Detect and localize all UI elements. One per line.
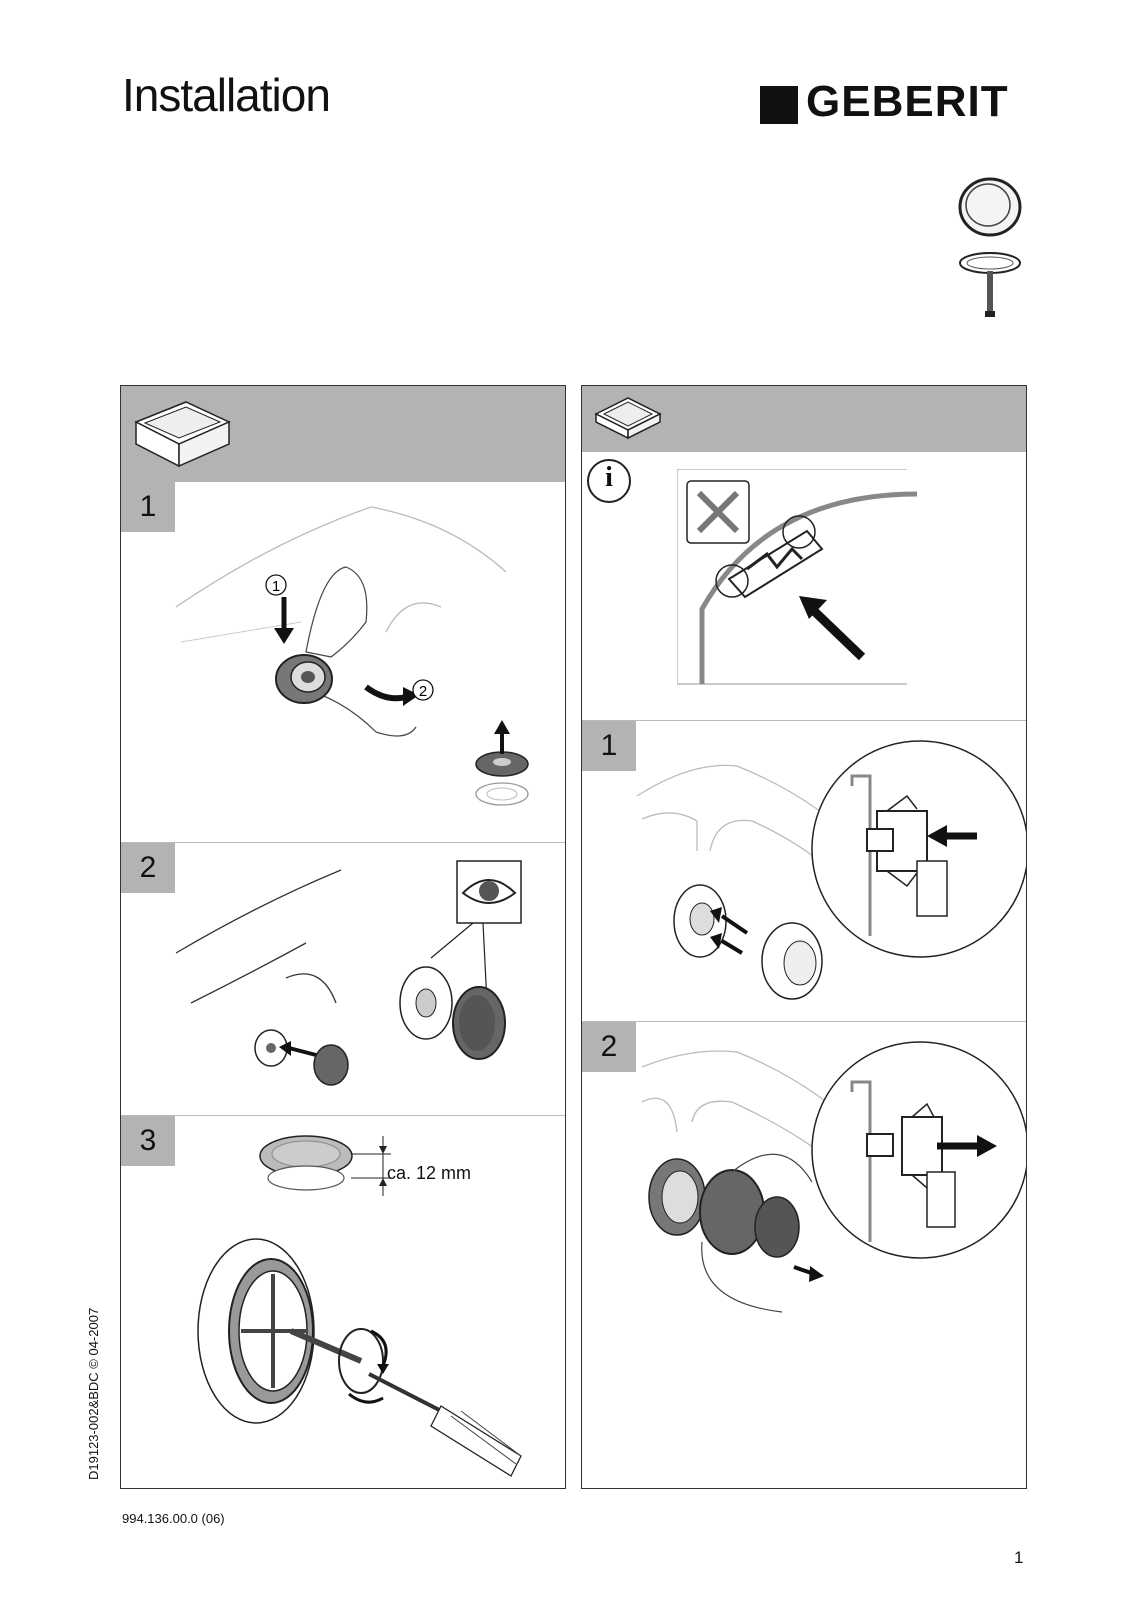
document-code: D19123-002&BDC © 04-2007 (86, 1307, 101, 1480)
logo-square (760, 86, 798, 124)
bathtub-icon (131, 394, 231, 474)
callout-2: 2 (419, 683, 427, 700)
step-1-label-right: 1 (582, 721, 636, 771)
page-title: Installation (122, 69, 331, 121)
step-3-illustration (121, 1116, 565, 1488)
info-symbol: i (605, 462, 613, 493)
step-1-label-left: 1 (121, 482, 175, 532)
dimension-label: ca. 12 mm (387, 1163, 472, 1183)
shower-tray-icon (592, 392, 664, 444)
geberit-logo: GEBERIT (760, 80, 1024, 126)
step-divider (582, 720, 1026, 721)
panel-header-shower-tray (582, 386, 1026, 452)
prohibited-icon (686, 480, 750, 544)
step-1-illustration: 1 2 (121, 482, 565, 842)
step-divider (121, 842, 565, 843)
step-2-illustration (121, 843, 565, 1115)
page-number: 1 (1014, 1548, 1024, 1567)
panel-header-bathtub (121, 386, 565, 482)
info-illustration (677, 469, 927, 699)
step-divider (121, 1115, 565, 1116)
info-icon: i (586, 458, 632, 504)
step-divider (582, 1021, 1026, 1022)
logo-text: GEBERIT (806, 77, 1009, 126)
step-2-right-illustration (582, 1022, 1026, 1322)
step-3-label-left: 3 (121, 1116, 175, 1166)
step-2-label-left: 2 (121, 843, 175, 893)
callout-1: 1 (272, 578, 280, 595)
bathtub-installation-panel: 1 1 2 (120, 385, 566, 1489)
drain-cover-icon (950, 175, 1030, 325)
eye-icon (461, 879, 517, 904)
shower-tray-installation-panel: i 1 (581, 385, 1027, 1489)
document-number: 994.136.00.0 (06) (122, 1511, 225, 1526)
step-2-label-right: 2 (582, 1022, 636, 1072)
step-1-right-illustration (582, 721, 1026, 1021)
